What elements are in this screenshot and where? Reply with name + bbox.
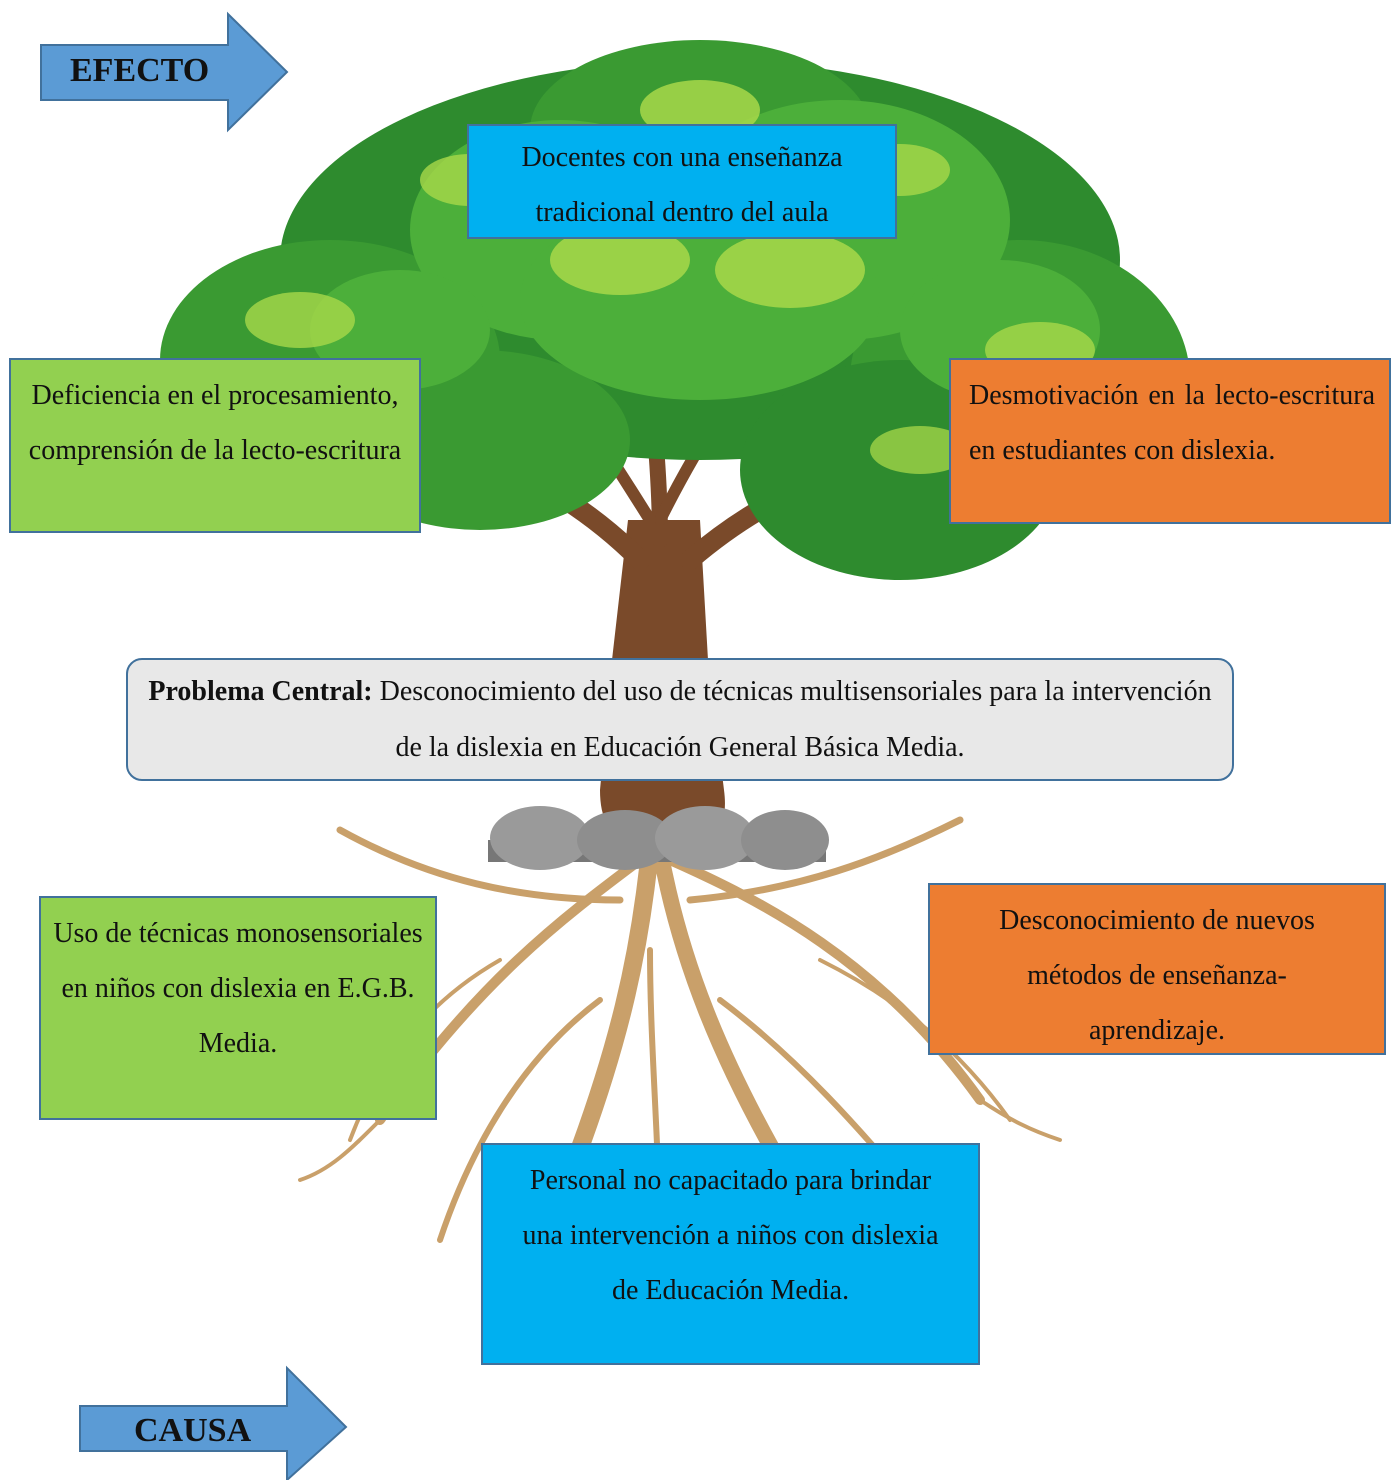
tree-stones [488,806,829,870]
cause-text-staff: Personal no capacitado para brindar una … [522,1165,939,1306]
cause-box-methods: Desconocimiento de nuevos métodos de ens… [928,883,1386,1055]
central-problem-text: Desconocimiento del uso de técnicas mult… [379,676,1212,763]
effect-text-deficiency: Deficiencia en el procesamiento, compren… [28,380,402,466]
cause-arrow [79,1365,348,1480]
effect-box-teachers: Docentes con una enseñanza tradicional d… [467,124,897,239]
cause-label: CAUSA [134,1412,252,1449]
cause-text-monosensory: Uso de técnicas monosensoriales en niños… [53,918,423,1059]
central-problem-box: Problema Central: Desconocimiento del us… [126,658,1234,781]
effect-box-deficiency: Deficiencia en el procesamiento, compren… [9,358,421,533]
cause-text-methods: Desconocimiento de nuevos métodos de ens… [999,905,1315,1046]
effect-text-teachers: Docentes con una enseñanza tradicional d… [521,142,843,228]
cause-box-staff: Personal no capacitado para brindar una … [481,1143,980,1365]
effect-text-demotivation: Desmotivación en la lecto-escritura en e… [969,380,1375,466]
central-problem-label: Problema Central: [148,676,373,707]
effect-arrow [40,11,289,133]
effect-label: EFECTO [70,52,210,89]
effect-box-demotivation: Desmotivación en la lecto-escritura en e… [949,358,1391,524]
cause-box-monosensory: Uso de técnicas monosensoriales en niños… [39,896,437,1120]
